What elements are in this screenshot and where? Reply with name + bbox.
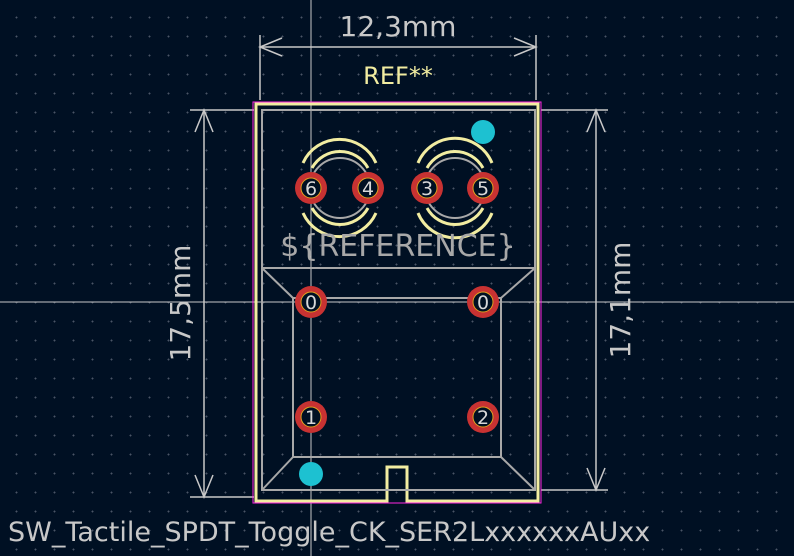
pad-3[interactable]: 3: [411, 172, 443, 204]
pad-number: 0: [305, 292, 317, 314]
pad-6[interactable]: 6: [295, 172, 327, 204]
pad-number: 5: [477, 178, 489, 200]
origin-marker: [299, 462, 323, 486]
pad-number: 4: [362, 178, 374, 200]
reference-silk: REF**: [363, 62, 433, 90]
pad-4[interactable]: 4: [352, 172, 384, 204]
silkscreen-arcs: [301, 136, 494, 240]
dimension-width-label: 12,3mm: [340, 10, 457, 43]
pad-number: 6: [305, 178, 317, 200]
dimension-height-right-label: 17,1mm: [604, 242, 637, 359]
pad-1[interactable]: 1: [295, 401, 327, 433]
pad-number: 0: [477, 292, 489, 314]
pin1-marker: [471, 120, 495, 144]
dimension-height-left-label: 17,5mm: [164, 245, 197, 362]
pad-0[interactable]: 0: [295, 286, 327, 318]
reference-fab: ${REFERENCE}: [280, 229, 515, 264]
pad-number: 1: [305, 407, 317, 429]
dimension-width: [258, 35, 538, 100]
pad-2[interactable]: 2: [467, 401, 499, 433]
pad-0[interactable]: 0: [467, 286, 499, 318]
dimension-height-left: [190, 108, 254, 499]
courtyard-outline: [252, 101, 542, 504]
pad-5[interactable]: 5: [467, 172, 499, 204]
dimension-height-right: [541, 108, 608, 492]
pad-number: 2: [477, 407, 489, 429]
silkscreen-outline: [254, 102, 540, 503]
footprint-name: SW_Tactile_SPDT_Toggle_CK_SER2LxxxxxxAUx…: [8, 517, 650, 548]
pad-number: 3: [421, 178, 433, 200]
